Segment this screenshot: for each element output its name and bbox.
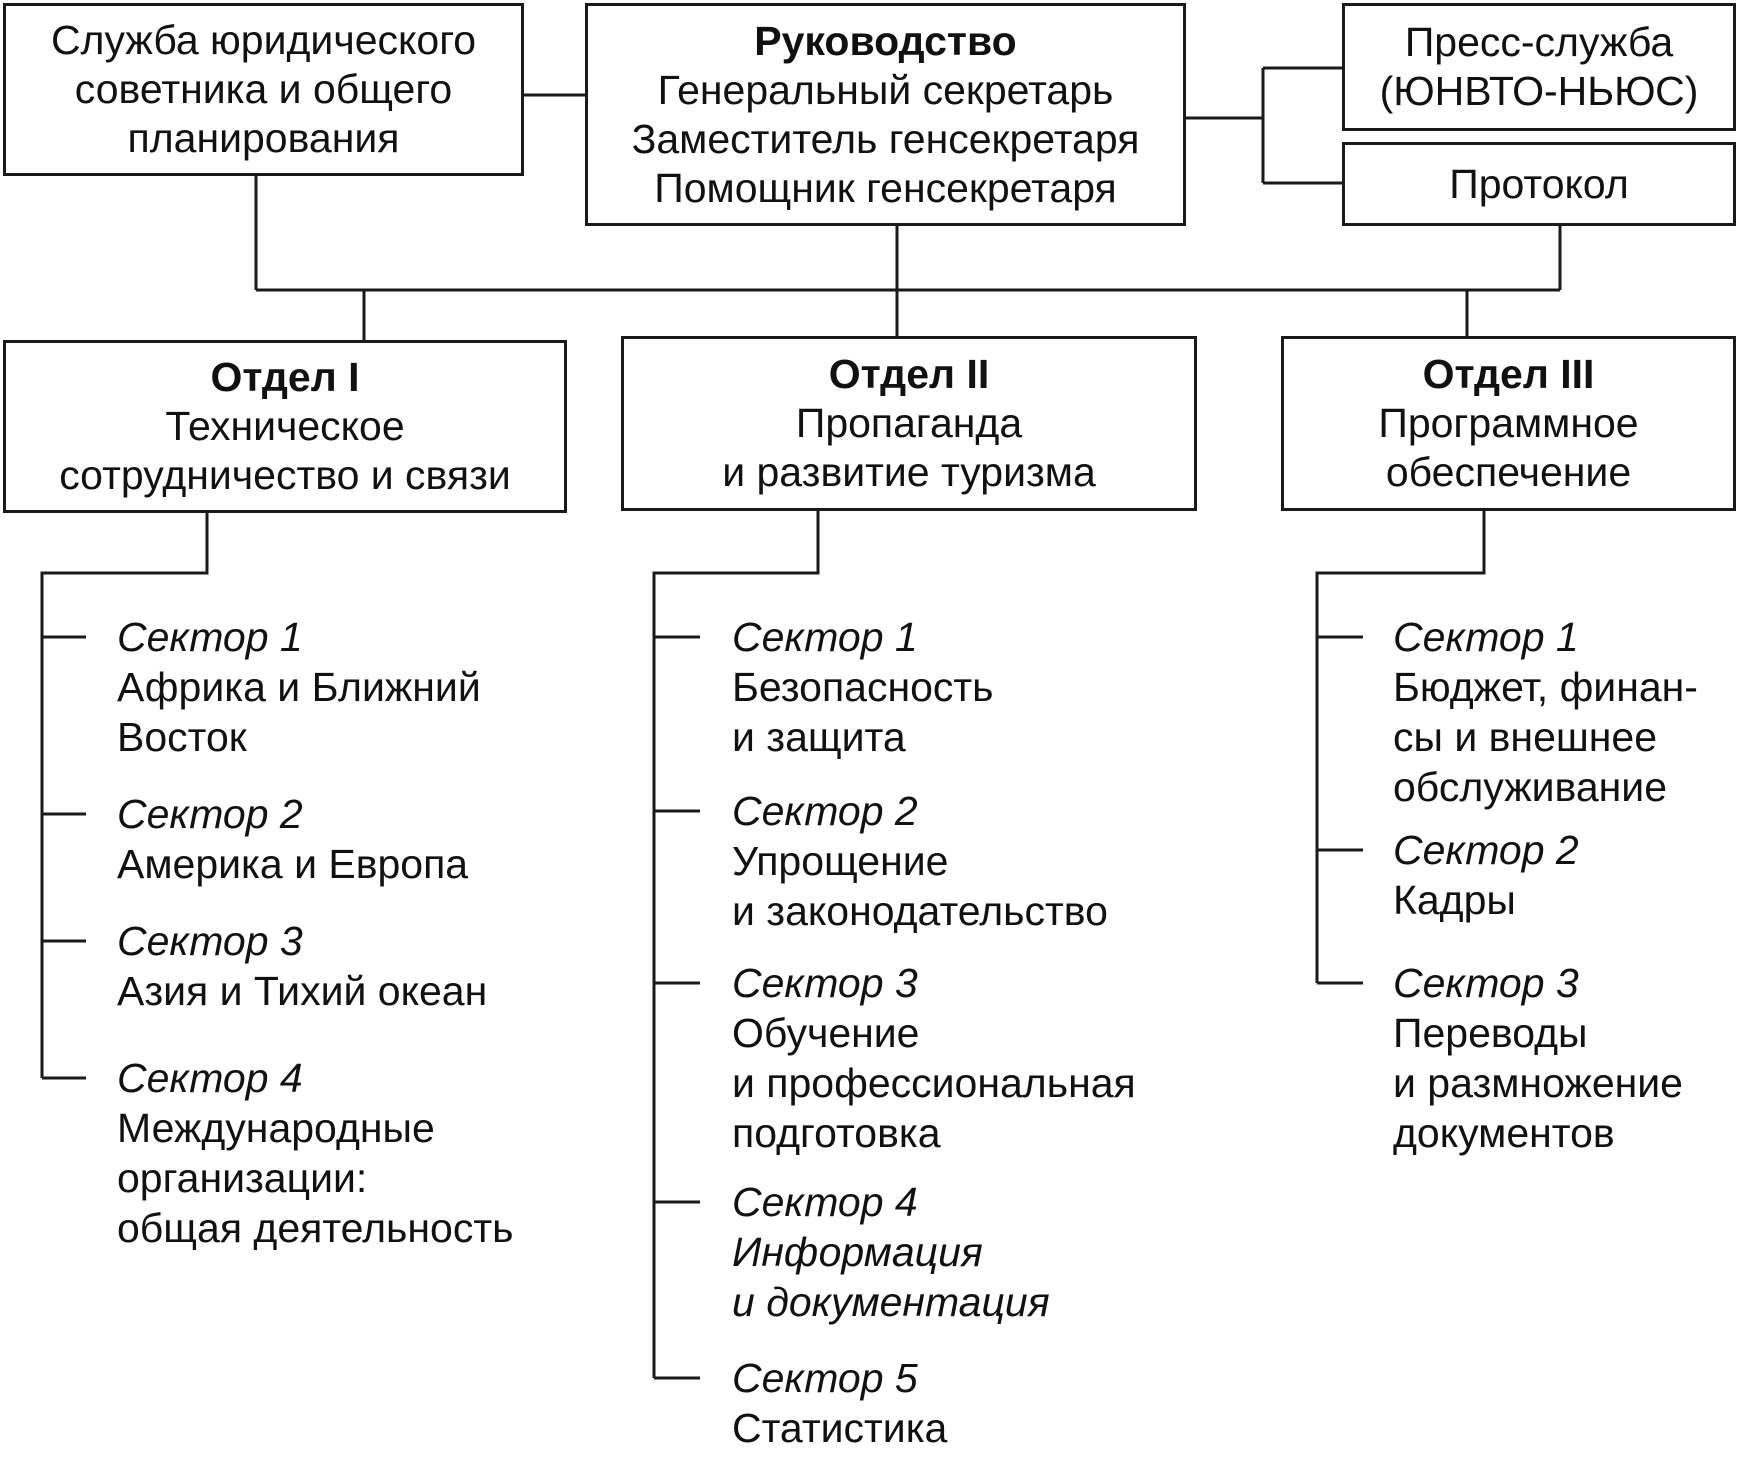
- dept-3-sector-3: Сектор 3 Переводы и размножение документ…: [1393, 958, 1683, 1158]
- department-3-box: Отдел III Программное обеспечение: [1281, 336, 1736, 511]
- dept-1-sector-1: Сектор 1 Африка и Ближний Восток: [117, 612, 481, 762]
- department-2-line: Пропаганда: [795, 400, 1023, 446]
- sector-line: и профессиональная: [732, 1060, 1136, 1106]
- sector-line: Международные: [117, 1105, 435, 1151]
- dept-3-sector-1: Сектор 1 Бюджет, финан- сы и внешнее обс…: [1393, 612, 1698, 812]
- department-1-box: Отдел I Техническое сотрудничество и свя…: [3, 340, 567, 513]
- protocol-box: Протокол: [1342, 142, 1736, 226]
- dept-3-sector-2: Сектор 2 Кадры: [1393, 825, 1579, 925]
- sector-title: Сектор 5: [732, 1355, 918, 1401]
- department-1-line: Техническое: [165, 403, 405, 449]
- dept-2-sector-2: Сектор 2 Упрощение и законодательство: [732, 786, 1108, 936]
- legal-service-line: Служба юридического: [50, 17, 477, 63]
- department-3-title: Отдел III: [1422, 351, 1595, 397]
- sector-title: Сектор 2: [1393, 827, 1579, 873]
- sector-title: Сектор 4: [117, 1055, 303, 1101]
- sector-line: Африка и Ближний: [117, 664, 481, 710]
- dept-2-sector-1: Сектор 1 Безопасность и защита: [732, 612, 994, 762]
- dept-1-sector-3: Сектор 3 Азия и Тихий океан: [117, 916, 487, 1016]
- sector-line: Информация: [732, 1229, 983, 1275]
- department-2-title: Отдел II: [828, 351, 990, 397]
- sector-line: общая деятельность: [117, 1205, 514, 1251]
- management-line: Генеральный секретарь: [657, 66, 1114, 113]
- management-title: Руководство: [754, 17, 1017, 64]
- sector-title: Сектор 3: [117, 918, 303, 964]
- management-line: Заместитель генсекретаря: [631, 115, 1140, 162]
- press-service-line: Пресс-служба: [1404, 19, 1674, 65]
- sector-line: организации:: [117, 1155, 368, 1201]
- department-1-line: сотрудничество и связи: [59, 452, 511, 498]
- sector-line: Статистика: [732, 1405, 948, 1451]
- sector-line: и документация: [732, 1279, 1050, 1325]
- sector-line: Безопасность: [732, 664, 994, 710]
- sector-line: Обучение: [732, 1010, 920, 1056]
- legal-service-line: советника и общего: [74, 66, 453, 112]
- sector-title: Сектор 3: [1393, 960, 1579, 1006]
- sector-line: Кадры: [1393, 877, 1516, 923]
- sector-line: Переводы: [1393, 1010, 1588, 1056]
- sector-line: подготовка: [732, 1110, 941, 1156]
- department-1-title: Отдел I: [210, 354, 360, 400]
- sector-line: и размножение: [1393, 1060, 1683, 1106]
- connector-dept-3-tree: [1315, 511, 1486, 983]
- department-2-line: и развитие туризма: [722, 449, 1096, 495]
- sector-line: Азия и Тихий океан: [117, 968, 488, 1014]
- connector-dept-2-tree: [652, 511, 820, 1378]
- sector-line: обслуживание: [1393, 764, 1668, 810]
- management-line: Помощник генсекретаря: [654, 164, 1117, 211]
- legal-service-line: планирования: [127, 115, 400, 161]
- sector-line: и законодательство: [732, 888, 1108, 934]
- department-3-line: Программное: [1378, 400, 1639, 446]
- sector-title: Сектор 3: [732, 960, 918, 1006]
- sector-title: Сектор 1: [732, 614, 918, 660]
- sector-line: Америка и Европа: [117, 841, 469, 887]
- sector-line: сы и внешнее: [1393, 714, 1658, 760]
- press-service-box: Пресс-служба (ЮНВТО-НЬЮС): [1342, 3, 1736, 131]
- management-box: Руководство Генеральный секретарь Замест…: [585, 3, 1186, 226]
- dept-1-sector-2: Сектор 2 Америка и Европа: [117, 789, 468, 889]
- legal-service-box: Служба юридического советника и общего п…: [3, 3, 524, 176]
- sector-line: Упрощение: [732, 838, 949, 884]
- department-2-box: Отдел II Пропаганда и развитие туризма: [621, 336, 1197, 511]
- sector-line: Бюджет, финан-: [1393, 664, 1698, 710]
- dept-2-sector-5: Сектор 5 Статистика: [732, 1353, 947, 1453]
- sector-title: Сектор 1: [117, 614, 303, 660]
- sector-title: Сектор 2: [732, 788, 918, 834]
- dept-2-sector-3: Сектор 3 Обучение и профессиональная под…: [732, 958, 1136, 1158]
- sector-title: Сектор 1: [1393, 614, 1579, 660]
- protocol-line: Протокол: [1449, 160, 1629, 207]
- department-3-line: обеспечение: [1385, 449, 1632, 495]
- press-service-line: (ЮНВТО-НЬЮС): [1379, 68, 1699, 114]
- sector-title: Сектор 4: [732, 1179, 918, 1225]
- sector-line: и защита: [732, 714, 906, 760]
- sector-line: Восток: [117, 714, 247, 760]
- sector-line: документов: [1393, 1110, 1615, 1156]
- dept-2-sector-4: Сектор 4 Информация и документация: [732, 1177, 1050, 1327]
- connector-dept-1-tree: [40, 513, 209, 1078]
- dept-1-sector-4: Сектор 4 Международные организации: обща…: [117, 1053, 513, 1253]
- sector-title: Сектор 2: [117, 791, 303, 837]
